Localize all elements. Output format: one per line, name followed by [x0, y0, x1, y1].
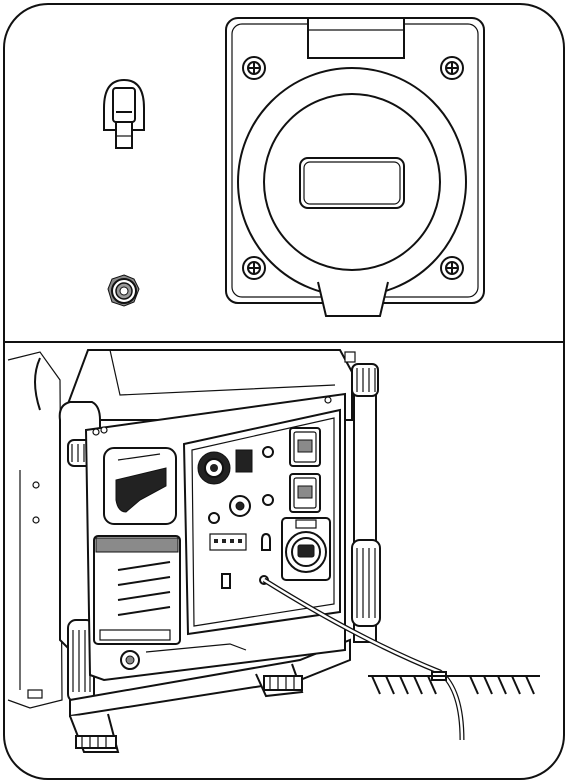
indicator-light-icon [262, 494, 274, 506]
bottom-generator-panel [7, 349, 540, 753]
screw-icon [242, 256, 266, 280]
indicator-light-icon [262, 446, 274, 458]
control-panel [182, 408, 341, 636]
indicator-button-icon [107, 274, 140, 307]
foot-right [255, 663, 304, 698]
dc-outlet-icon [229, 495, 251, 517]
ac-socket-icon [289, 427, 321, 467]
screw-icon [440, 56, 464, 80]
industrial-socket-icon [225, 17, 485, 317]
drain-plug-icon [120, 643, 247, 670]
pull-handle-recess [103, 447, 177, 525]
outer-frame [3, 3, 565, 780]
screw-icon [440, 256, 464, 280]
toggle-switch-icon [103, 78, 145, 149]
screw-icon [242, 56, 266, 80]
earth-ground-icon [368, 675, 540, 695]
choke-knob-icon [197, 451, 231, 485]
foot-left [69, 713, 120, 753]
indicator-light-icon [208, 512, 220, 524]
display-icon [209, 533, 247, 551]
lever-icon [261, 532, 271, 551]
air-filter-cover [93, 535, 181, 645]
ac-socket-icon [289, 473, 321, 513]
industrial-socket-small-icon [281, 517, 331, 581]
top-detail-panel [103, 17, 485, 317]
reset-switch-icon [221, 573, 231, 589]
eco-switch-icon [235, 449, 253, 473]
right-handle [351, 363, 381, 643]
